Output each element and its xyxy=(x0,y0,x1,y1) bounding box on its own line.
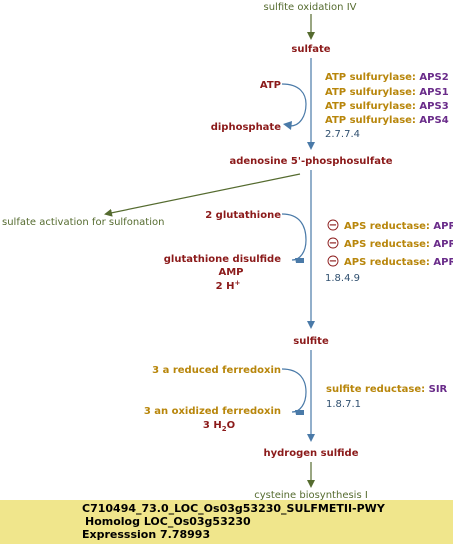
cofactor-curve-3 xyxy=(281,368,307,413)
expression-footer: C710494_73.0_LOC_Os03g53230_SULFMETII-PW… xyxy=(0,500,453,544)
enzyme-atp-sulfurylase-2[interactable]: ATP sulfurylase: APS1 xyxy=(325,87,449,98)
ec-number-1-8-7-1[interactable]: 1.8.7.1 xyxy=(326,399,361,410)
footer-expression: Expresssion 7.78993 xyxy=(82,528,211,541)
metabolite-glutathione-disulfide[interactable]: glutathione disulfide xyxy=(164,254,281,265)
metabolite-diphosphate[interactable]: diphosphate xyxy=(211,122,281,133)
svg-text:APS reductase: APR3: APS reductase: APR3 xyxy=(344,239,453,250)
metabolite-oxidized-ferredoxin[interactable]: 3 an oxidized ferredoxin xyxy=(144,406,281,417)
metabolite-sulfite[interactable]: sulfite xyxy=(293,336,329,347)
enzyme-atp-sulfurylase-1[interactable]: ATP sulfurylase: APS2 xyxy=(325,72,449,83)
gene-apr2: APR2 xyxy=(433,257,453,268)
metabolite-sulfate[interactable]: sulfate xyxy=(291,44,330,55)
enzyme-sulfite-reductase[interactable]: sulfite reductase: SIR xyxy=(326,384,448,395)
cofactor-curve-2 xyxy=(281,213,307,261)
metabolite-amp[interactable]: AMP xyxy=(218,267,243,278)
link-sulfate-activation-sulfonation[interactable]: sulfate activation for sulfonation xyxy=(2,217,164,228)
ec-number-2-7-7-4[interactable]: 2.7.7.4 xyxy=(325,129,360,140)
metabolite-reduced-ferredoxin[interactable]: 3 a reduced ferredoxin xyxy=(152,365,281,376)
enzyme-atp-sulfurylase-3[interactable]: ATP sulfurylase: APS3 xyxy=(325,101,449,112)
metabolite-2-glutathione[interactable]: 2 glutathione xyxy=(205,210,281,221)
svg-text:−: − xyxy=(329,220,337,231)
gene-apr3: APR3 xyxy=(433,239,453,250)
svg-text:−: − xyxy=(329,238,337,249)
svg-text:APS reductase: APR2: APS reductase: APR2 xyxy=(344,257,453,268)
inhibition-icon xyxy=(327,255,339,267)
gene-sir: SIR xyxy=(429,384,448,395)
cofactor-curve-1 xyxy=(281,83,307,127)
gene-aps2: APS2 xyxy=(419,72,448,83)
enzyme-aps-reductase-3[interactable]: − APS reductase: APR2 xyxy=(327,255,453,268)
inhibition-icon xyxy=(327,237,339,249)
metabolite-aps[interactable]: adenosine 5'-phosphosulfate xyxy=(229,156,392,167)
link-sulfite-oxidation-iv[interactable]: sulfite oxidation IV xyxy=(264,2,357,13)
footer-pathway-id: C710494_73.0_LOC_Os03g53230_SULFMETII-PW… xyxy=(82,502,385,515)
link-cysteine-biosynthesis-i[interactable]: cysteine biosynthesis I xyxy=(254,490,368,500)
branch-arrow-sulfonation xyxy=(104,173,301,217)
pathway-diagram: sulfite oxidation IV sulfate ATP diphosp… xyxy=(2,2,453,500)
gene-aps4: APS4 xyxy=(419,115,448,126)
metabolite-hydrogen-sulfide[interactable]: hydrogen sulfide xyxy=(264,448,359,459)
metabolite-2-h-plus[interactable]: 2 H+ xyxy=(216,279,241,292)
enzyme-aps-reductase-2[interactable]: − APS reductase: APR3 xyxy=(327,237,453,250)
metabolite-h2o[interactable]: 3 H2O xyxy=(203,420,235,433)
cofactor-arrowhead-3 xyxy=(295,410,304,415)
footer-homolog: Homolog LOC_Os03g53230 xyxy=(85,515,251,528)
inhibition-icon xyxy=(327,219,339,231)
ec-number-1-8-4-9[interactable]: 1.8.4.9 xyxy=(325,273,360,284)
enzyme-atp-sulfurylase-4[interactable]: ATP sulfurylase: APS4 xyxy=(325,115,449,126)
metabolite-atp[interactable]: ATP xyxy=(260,80,281,91)
gene-aps3: APS3 xyxy=(419,101,448,112)
cofactor-arrowhead-2 xyxy=(295,258,304,263)
gene-aps1: APS1 xyxy=(419,87,448,98)
svg-text:−: − xyxy=(329,256,337,267)
cofactor-arrowhead-1 xyxy=(283,121,292,130)
